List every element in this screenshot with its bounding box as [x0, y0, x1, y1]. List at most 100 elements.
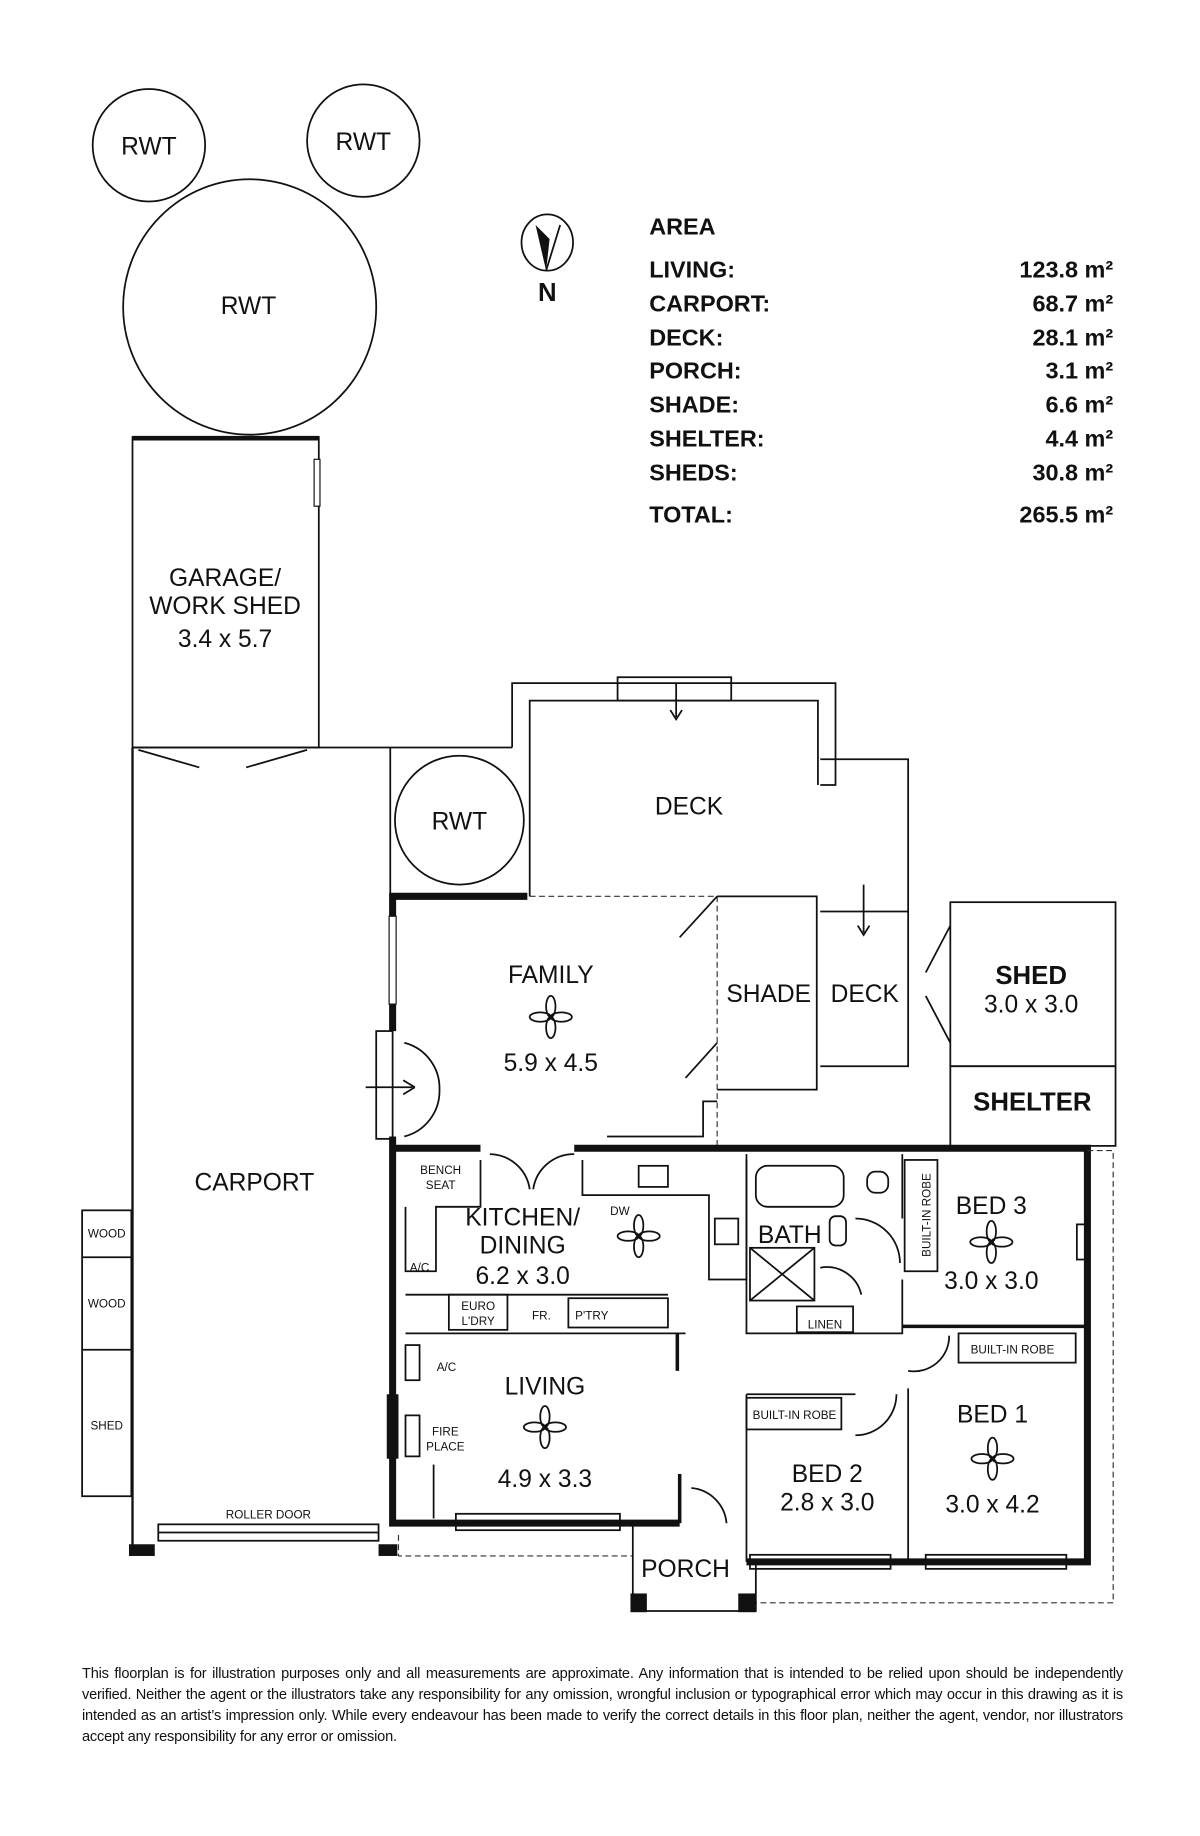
svg-text:FR.: FR.: [532, 1309, 551, 1322]
svg-text:SHELTER: SHELTER: [973, 1089, 1092, 1117]
svg-text:BED 2: BED 2: [792, 1461, 863, 1488]
svg-text:265.5 m²: 265.5 m²: [1019, 502, 1113, 528]
north-compass-icon: N: [520, 213, 574, 307]
svg-text:CARPORT:: CARPORT:: [649, 291, 770, 317]
area-row: PORCH: 3.1 m²: [649, 357, 1113, 383]
svg-text:WORK SHED: WORK SHED: [149, 593, 301, 620]
svg-text:PORCH: PORCH: [641, 1556, 730, 1583]
room-bath: BATH LINEN: [758, 1222, 842, 1332]
rainwater-tank-1: RWT: [91, 88, 207, 203]
svg-text:KITCHEN/: KITCHEN/: [465, 1205, 580, 1232]
tank-label: RWT: [121, 134, 177, 161]
wood-storage: WOOD WOOD SHED: [81, 1209, 133, 1498]
svg-text:FAMILY: FAMILY: [508, 962, 594, 989]
porch: PORCH: [630, 1523, 757, 1613]
tank-label: RWT: [432, 809, 488, 836]
svg-text:DW: DW: [610, 1205, 630, 1218]
rainwater-tank-2: RWT: [306, 83, 421, 198]
deck: DECK DECK RWT: [394, 676, 910, 1068]
svg-text:A/C: A/C: [410, 1261, 430, 1274]
ceiling-fan-icon: [522, 1405, 567, 1450]
svg-text:3.4 x 5.7: 3.4 x 5.7: [178, 626, 272, 653]
svg-text:LIVING: LIVING: [505, 1373, 586, 1400]
ceiling-fan-icon: [528, 995, 573, 1039]
svg-text:PLACE: PLACE: [426, 1441, 465, 1454]
svg-text:LIVING:: LIVING:: [649, 257, 735, 283]
area-total-row: TOTAL: 265.5 m²: [649, 502, 1113, 528]
rainwater-tank-3: RWT: [122, 178, 378, 436]
room-living: LIVING 4.9 x 3.3 A/C FIRE PLACE: [426, 1361, 592, 1493]
house-walls: [365, 892, 1114, 1604]
svg-text:2.8 x 3.0: 2.8 x 3.0: [780, 1489, 874, 1516]
svg-text:BUILT-IN ROBE: BUILT-IN ROBE: [753, 1409, 837, 1422]
ceiling-fan-icon: [970, 1436, 1015, 1481]
svg-text:DECK: DECK: [831, 981, 900, 1008]
disclaimer-text: This floorplan is for illustration purpo…: [82, 1666, 1123, 1745]
svg-text:P'TRY: P'TRY: [575, 1309, 608, 1322]
room-bed-2: BED 2 2.8 x 3.0 BUILT-IN ROBE: [753, 1409, 875, 1516]
room-kitchen-dining: KITCHEN/ DINING 6.2 x 3.0 BENCH SEAT DW …: [410, 1164, 661, 1328]
svg-text:4.4 m²: 4.4 m²: [1045, 425, 1113, 451]
svg-text:BUILT-IN ROBE: BUILT-IN ROBE: [920, 1173, 933, 1257]
area-row: LIVING: 123.8 m²: [649, 257, 1113, 283]
svg-text:GARAGE/: GARAGE/: [169, 565, 281, 592]
tank-label: RWT: [336, 129, 392, 156]
garage-work-shed: GARAGE/ WORK SHED 3.4 x 5.7: [131, 435, 321, 769]
svg-text:5.9 x 4.5: 5.9 x 4.5: [504, 1050, 598, 1077]
svg-text:WOOD: WOOD: [88, 1227, 126, 1240]
svg-text:TOTAL:: TOTAL:: [649, 502, 733, 528]
north-label: N: [538, 279, 557, 307]
svg-text:SHED: SHED: [90, 1419, 123, 1432]
svg-text:BENCH: BENCH: [420, 1164, 461, 1177]
svg-text:SHEDS:: SHEDS:: [649, 459, 738, 485]
svg-text:SEAT: SEAT: [426, 1179, 456, 1192]
svg-text:L'DRY: L'DRY: [462, 1315, 495, 1328]
svg-text:CARPORT: CARPORT: [194, 1169, 314, 1196]
room-family: FAMILY 5.9 x 4.5: [504, 962, 598, 1077]
svg-text:4.9 x 3.3: 4.9 x 3.3: [498, 1466, 592, 1493]
svg-text:6.2 x 3.0: 6.2 x 3.0: [475, 1263, 569, 1290]
svg-text:PORCH:: PORCH:: [649, 357, 741, 383]
svg-text:DECK: DECK: [655, 793, 724, 820]
svg-text:SHADE:: SHADE:: [649, 391, 739, 417]
svg-text:BED 1: BED 1: [957, 1401, 1028, 1428]
area-row: DECK: 28.1 m²: [649, 325, 1113, 351]
svg-text:3.0 x 4.2: 3.0 x 4.2: [945, 1492, 1039, 1519]
area-title: AREA: [649, 213, 715, 239]
svg-text:LINEN: LINEN: [808, 1319, 842, 1332]
area-row: CARPORT: 68.7 m²: [649, 291, 1113, 317]
area-row: SHADE:6.6 m²: [649, 391, 1113, 417]
area-row: SHELTER:4.4 m²: [649, 425, 1113, 451]
shelter: SHELTER: [949, 1065, 1117, 1147]
svg-text:28.1 m²: 28.1 m²: [1032, 325, 1113, 351]
ceiling-fan-icon: [969, 1219, 1014, 1264]
svg-text:DINING: DINING: [480, 1233, 566, 1260]
area-table: AREA LIVING: 123.8 m² CARPORT: 68.7 m² DEC…: [649, 213, 1113, 527]
svg-text:123.8 m²: 123.8 m²: [1019, 257, 1113, 283]
svg-text:DECK:: DECK:: [649, 325, 723, 351]
svg-text:3.1 m²: 3.1 m²: [1045, 357, 1113, 383]
svg-text:EURO: EURO: [461, 1300, 495, 1313]
room-bed-3: BED 3 3.0 x 3.0 BUILT-IN ROBE: [920, 1173, 1038, 1295]
svg-text:3.0 x 3.0: 3.0 x 3.0: [984, 991, 1078, 1018]
svg-text:3.0 x 3.0: 3.0 x 3.0: [944, 1268, 1038, 1295]
svg-text:68.7 m²: 68.7 m²: [1032, 291, 1113, 317]
svg-text:BED 3: BED 3: [956, 1193, 1027, 1220]
area-row: SHEDS: 30.8 m²: [649, 459, 1113, 485]
svg-text:ROLLER DOOR: ROLLER DOOR: [226, 1508, 311, 1521]
carport: CARPORT ROLLER DOOR: [128, 746, 513, 1556]
shed: SHED 3.0 x 3.0: [924, 901, 1117, 1068]
svg-text:FIRE: FIRE: [432, 1425, 459, 1438]
svg-text:SHADE: SHADE: [726, 981, 811, 1008]
room-bed-1: BED 1 3.0 x 4.2 BUILT-IN ROBE: [945, 1343, 1054, 1518]
tank-label: RWT: [221, 293, 277, 320]
ceiling-fan-icon: [616, 1214, 661, 1259]
svg-text:A/C: A/C: [437, 1361, 457, 1374]
svg-text:BATH: BATH: [758, 1222, 822, 1249]
svg-text:SHED: SHED: [995, 962, 1067, 990]
svg-text:WOOD: WOOD: [88, 1298, 126, 1311]
svg-text:30.8 m²: 30.8 m²: [1032, 459, 1113, 485]
shade: SHADE: [716, 895, 818, 1149]
